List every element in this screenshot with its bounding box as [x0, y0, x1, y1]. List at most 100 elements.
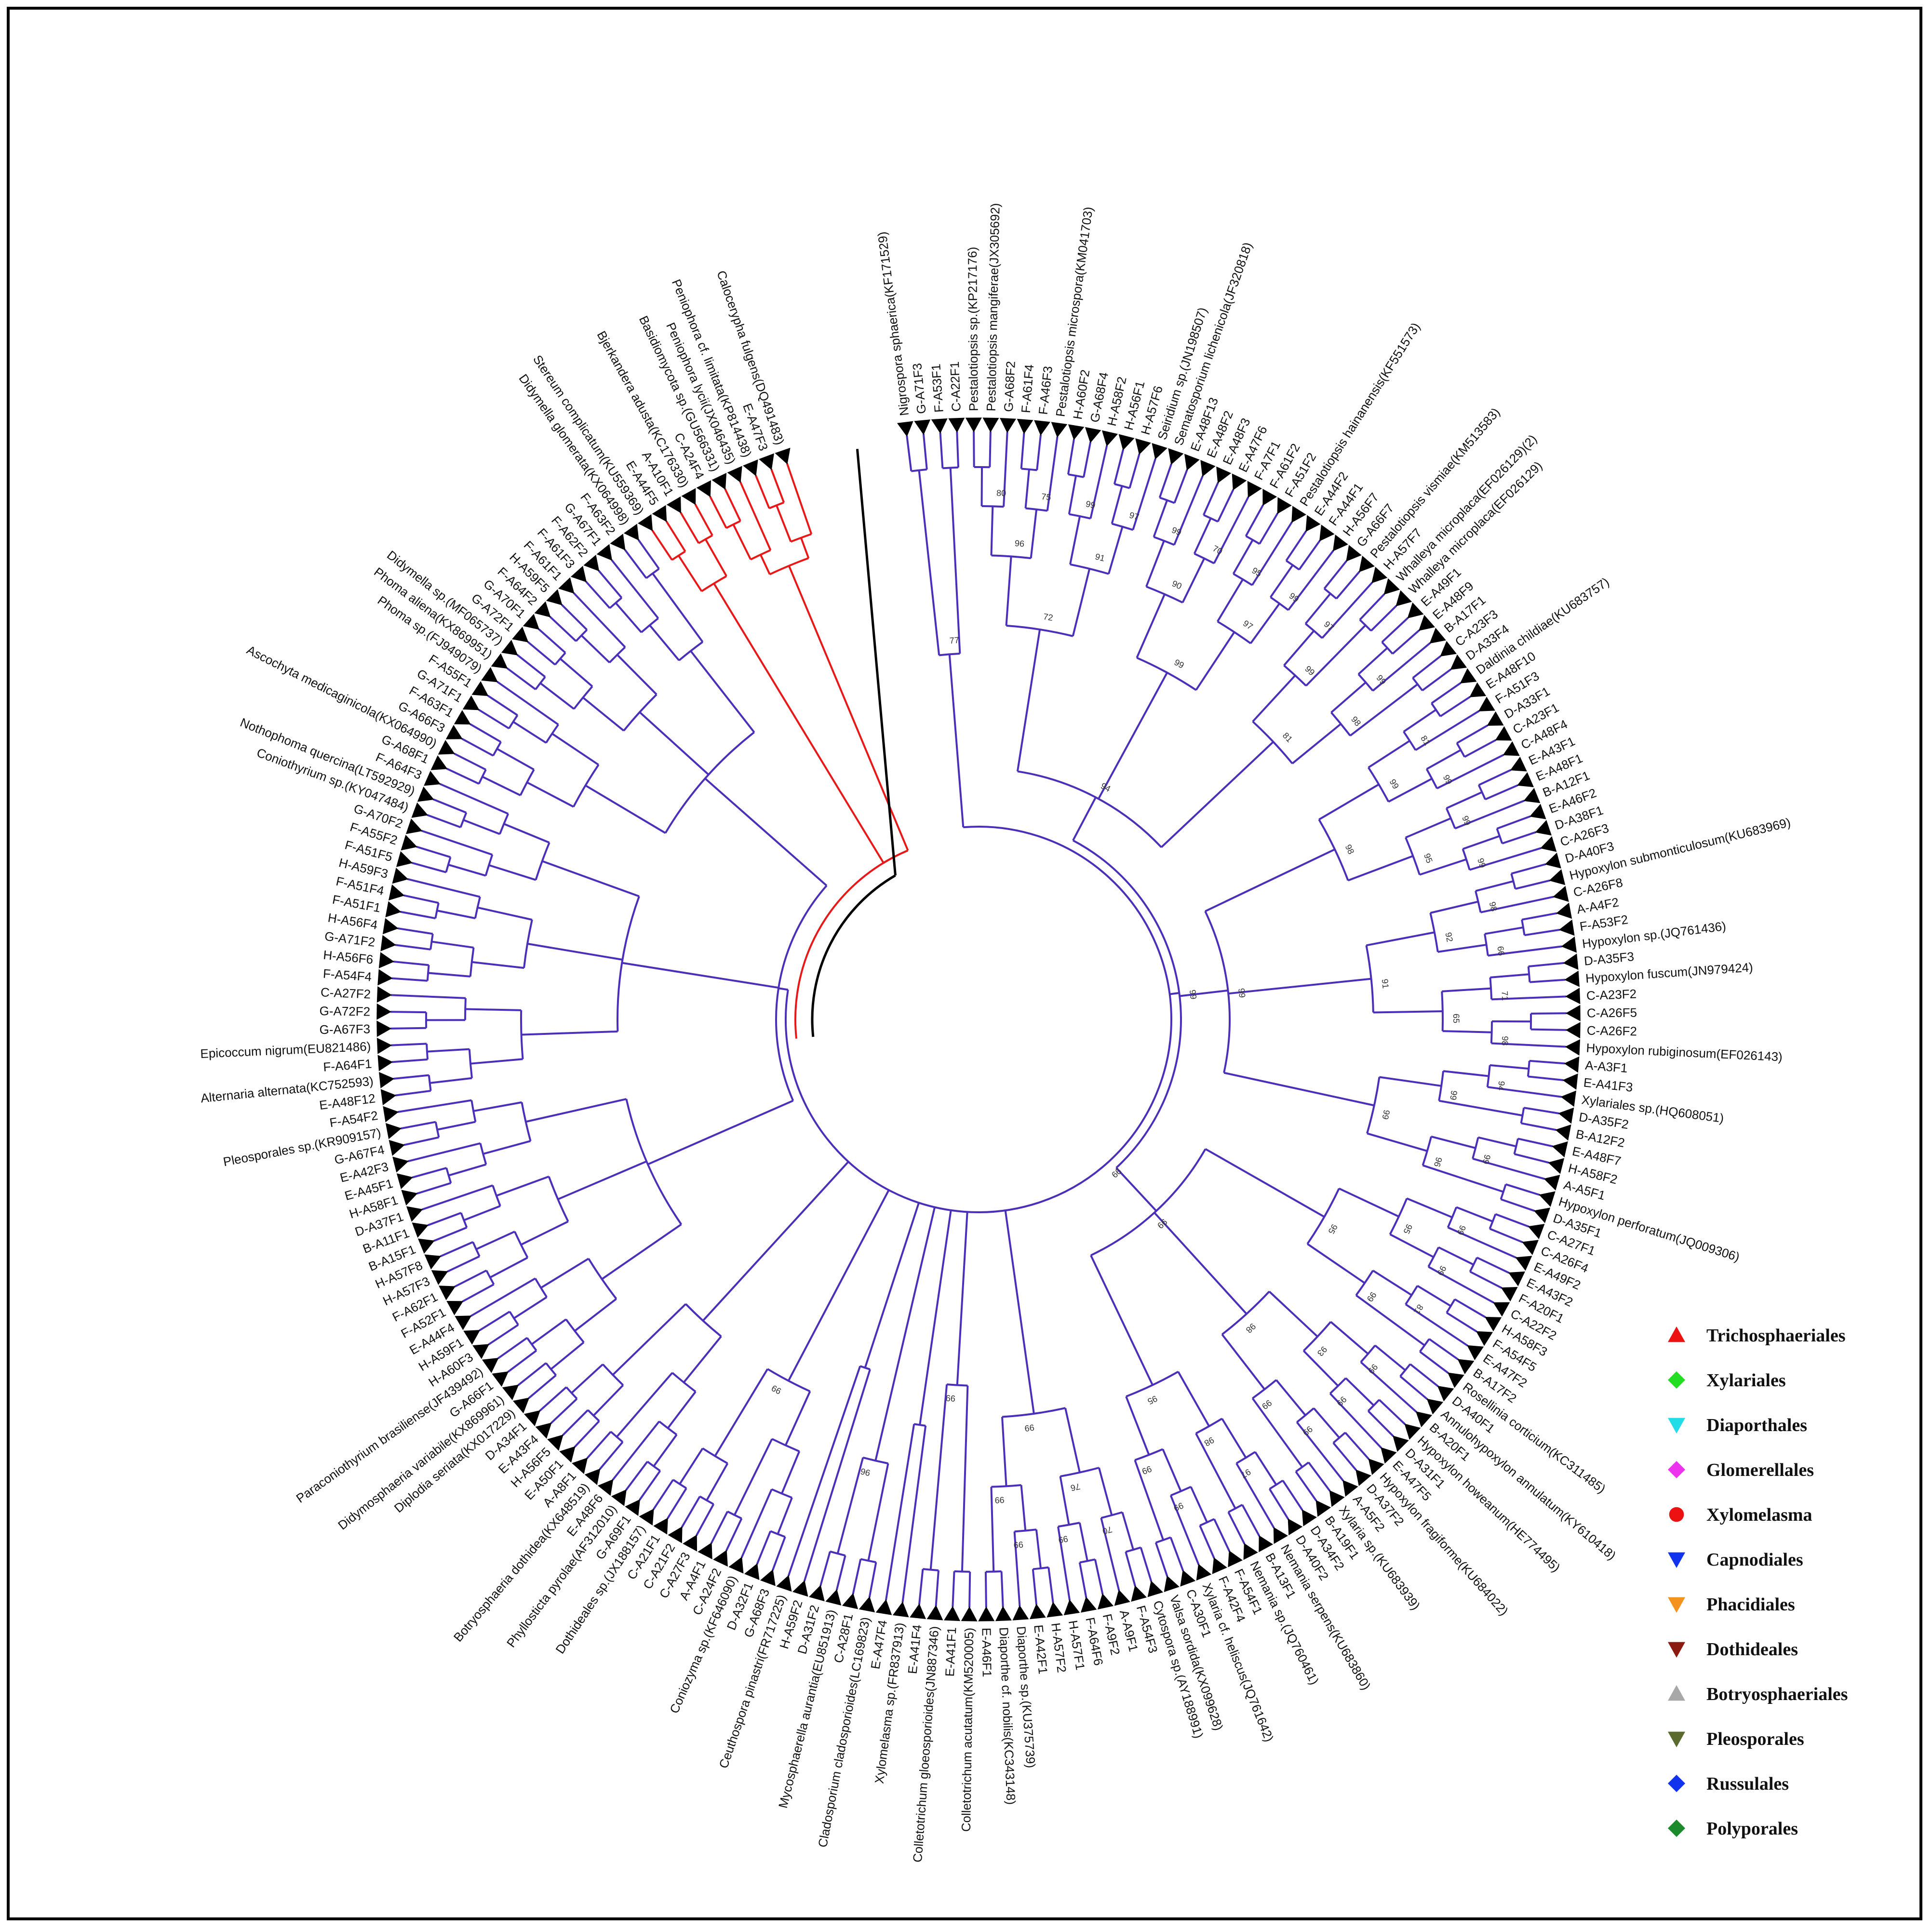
- branch: [1108, 526, 1124, 575]
- bootstrap-label: 98: [1488, 901, 1499, 912]
- branch: [1259, 512, 1279, 545]
- branch: [1020, 433, 1025, 469]
- branch: [1094, 1559, 1104, 1594]
- branch-arc: [1355, 1270, 1374, 1296]
- branch: [1078, 1522, 1088, 1561]
- taxon-marker: [1544, 852, 1561, 869]
- taxon-marker: [1029, 1604, 1046, 1620]
- taxon-marker: [379, 1072, 395, 1088]
- branch: [639, 1470, 661, 1501]
- branch-arc: [573, 685, 593, 710]
- branch: [1270, 564, 1294, 598]
- legend-symbol: [1668, 1820, 1685, 1837]
- branch: [667, 1391, 697, 1429]
- branch: [393, 960, 429, 966]
- branch: [1488, 945, 1562, 957]
- branch-arc: [1456, 742, 1466, 758]
- branch: [1347, 855, 1414, 882]
- branch: [437, 910, 476, 920]
- taxon-label: G-A71F3: [910, 362, 929, 415]
- taxon-marker: [405, 818, 423, 834]
- branch-arc: [1447, 1206, 1458, 1228]
- branch: [412, 1167, 447, 1179]
- taxon-marker: [376, 1037, 392, 1054]
- branch: [1245, 504, 1264, 537]
- branch: [1502, 831, 1537, 844]
- taxon-marker: [1332, 535, 1348, 551]
- branch: [470, 723, 502, 743]
- taxon-marker: [1437, 1385, 1454, 1402]
- branch: [1098, 1467, 1113, 1516]
- taxon-marker: [1080, 1596, 1097, 1613]
- taxon-marker: [491, 653, 508, 669]
- taxon-marker: [1063, 1599, 1080, 1616]
- branch: [739, 481, 772, 551]
- branch: [1428, 1266, 1495, 1304]
- branch: [1100, 1517, 1120, 1591]
- branch: [1153, 500, 1168, 537]
- branch: [1308, 1461, 1331, 1492]
- branch-arc: [426, 1044, 429, 1060]
- branch: [550, 1341, 585, 1370]
- branch: [1422, 1164, 1504, 1193]
- branch: [867, 1463, 889, 1561]
- bootstrap-label: 99: [1301, 1424, 1315, 1437]
- branch: [512, 721, 547, 744]
- taxon-marker: [481, 667, 498, 683]
- bootstrap-label: 95: [1250, 565, 1263, 578]
- branch-arc: [534, 1278, 548, 1298]
- branch: [1254, 1451, 1277, 1486]
- branch: [787, 1190, 890, 1381]
- branch: [759, 554, 771, 575]
- branch: [1203, 482, 1219, 516]
- branch-arc: [485, 1270, 495, 1285]
- taxon-marker: [1415, 1411, 1433, 1428]
- branch-arc: [1058, 1522, 1080, 1528]
- bootstrap-label: 99: [1188, 989, 1198, 1000]
- branch: [1489, 1228, 1523, 1244]
- taxon-marker: [1493, 1302, 1510, 1317]
- branch: [710, 1511, 729, 1544]
- taxon-marker: [1184, 454, 1200, 471]
- branch: [625, 1461, 648, 1491]
- branch-arc: [468, 1049, 473, 1078]
- taxon-marker: [1164, 1575, 1180, 1593]
- branch: [1199, 1525, 1215, 1559]
- bootstrap-label: 66: [1495, 946, 1506, 957]
- bootstrap-label: 94: [1099, 781, 1112, 794]
- branch: [1251, 521, 1293, 586]
- taxon-marker: [713, 1550, 728, 1567]
- branch-arc: [954, 1570, 970, 1573]
- branch: [922, 434, 928, 470]
- taxon-marker: [417, 1238, 435, 1254]
- branch: [1403, 709, 1437, 733]
- branch-arc: [1021, 468, 1037, 471]
- branch: [439, 783, 509, 815]
- taxon-label: E-A41F4: [905, 1624, 924, 1674]
- branch: [1530, 1012, 1567, 1015]
- branch: [478, 709, 510, 730]
- branch-arc: [981, 505, 1004, 508]
- taxon-label: G-A71F2: [324, 929, 376, 950]
- taxon-marker: [698, 1542, 712, 1559]
- taxon-marker: [1135, 438, 1151, 455]
- taxon-marker: [711, 473, 727, 490]
- taxon-marker: [961, 1606, 978, 1621]
- branch: [725, 1518, 743, 1551]
- taxon-marker: [1315, 1500, 1331, 1517]
- branch-arc: [1323, 588, 1337, 600]
- branch-arc: [1125, 1546, 1141, 1553]
- branch: [683, 1336, 722, 1383]
- bootstrap-label: 65: [1451, 1014, 1461, 1023]
- taxon-marker: [523, 1410, 541, 1426]
- branch: [503, 823, 550, 844]
- branch-arc: [428, 1075, 432, 1091]
- branch: [397, 927, 433, 935]
- branch-arc: [1136, 656, 1197, 691]
- branch: [1140, 1547, 1153, 1582]
- branch: [868, 1562, 877, 1598]
- branch: [429, 1077, 472, 1084]
- taxon-label: C-A27F2: [321, 985, 371, 1001]
- branch-arc: [575, 629, 588, 642]
- branch: [446, 767, 480, 785]
